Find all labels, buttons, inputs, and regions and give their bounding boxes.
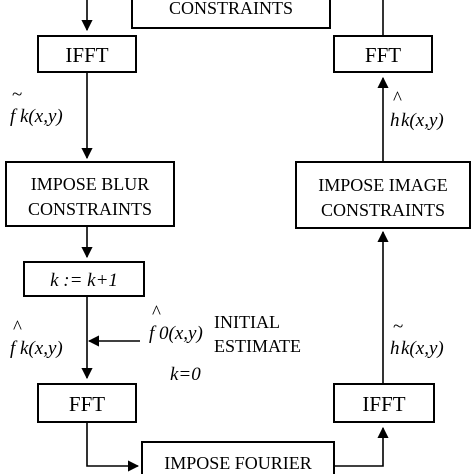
fft-right-label: FFT (365, 43, 401, 67)
blur-line1: IMPOSE BLUR (31, 174, 150, 194)
f-tilde-k-tilde: ~ (12, 84, 22, 105)
fft-left-label: FFT (69, 392, 105, 416)
top-constraints-box: CONSTRAINTS (131, 0, 331, 29)
fft-left-box: FFT (37, 383, 137, 423)
f-hat-0-args: 0(x,y) (159, 323, 203, 344)
ifft-left-box: IFFT (37, 35, 137, 73)
f-tilde-k-label: ~ f k(x,y) (10, 84, 63, 127)
impose-image-constraints-box: IMPOSE IMAGE CONSTRAINTS (295, 161, 471, 229)
arrow-fft-to-fourier (86, 422, 140, 472)
f-hat-k-label: ^ f k(x,y) (10, 317, 63, 359)
h-tilde-k-symbol: h (390, 338, 400, 359)
h-hat-k-symbol: h (390, 110, 400, 131)
impose-blur-constraints-box: IMPOSE BLUR CONSTRAINTS (5, 161, 175, 227)
image-line1: IMPOSE IMAGE (318, 175, 448, 195)
h-hat-k-args: k(x,y) (401, 110, 444, 131)
initial-line2: ESTIMATE (214, 336, 301, 356)
h-hat-k-hat: ^ (393, 88, 402, 109)
h-tilde-k-tilde: ~ (393, 316, 403, 337)
f-hat-0-hat: ^ (152, 302, 161, 323)
impose-fourier-box: IMPOSE FOURIER (141, 441, 335, 474)
h-hat-k-label: ^ h k(x,y) (390, 88, 444, 131)
top-constraints-label: CONSTRAINTS (169, 0, 293, 18)
h-tilde-k-label: ~ h k(x,y) (390, 316, 444, 359)
ifft-right-label: IFFT (362, 392, 405, 416)
fourier-label: IMPOSE FOURIER (164, 453, 312, 473)
initial-line1: INITIAL (214, 312, 280, 332)
k-zero-label: k=0 (170, 364, 201, 385)
fft-right-box: FFT (333, 35, 433, 73)
increment-box: k := k+1 (23, 261, 145, 297)
blur-line2: CONSTRAINTS (28, 199, 152, 219)
f-hat-k-symbol: f (10, 338, 18, 359)
arrow-fourier-to-ifft (334, 426, 389, 467)
increment-label: k := k+1 (50, 270, 118, 291)
image-line2: CONSTRAINTS (321, 200, 445, 220)
h-tilde-k-args: k(x,y) (401, 338, 444, 359)
f-tilde-k-symbol: f (10, 106, 18, 127)
ifft-left-label: IFFT (65, 43, 108, 67)
f-hat-k-hat: ^ (13, 317, 22, 338)
f-hat-0-label: ^ f 0(x,y) (149, 302, 203, 344)
f-hat-k-args: k(x,y) (20, 338, 63, 359)
f-hat-0-symbol: f (149, 323, 157, 344)
f-tilde-k-args: k(x,y) (20, 106, 63, 127)
ifft-right-box: IFFT (333, 383, 435, 423)
